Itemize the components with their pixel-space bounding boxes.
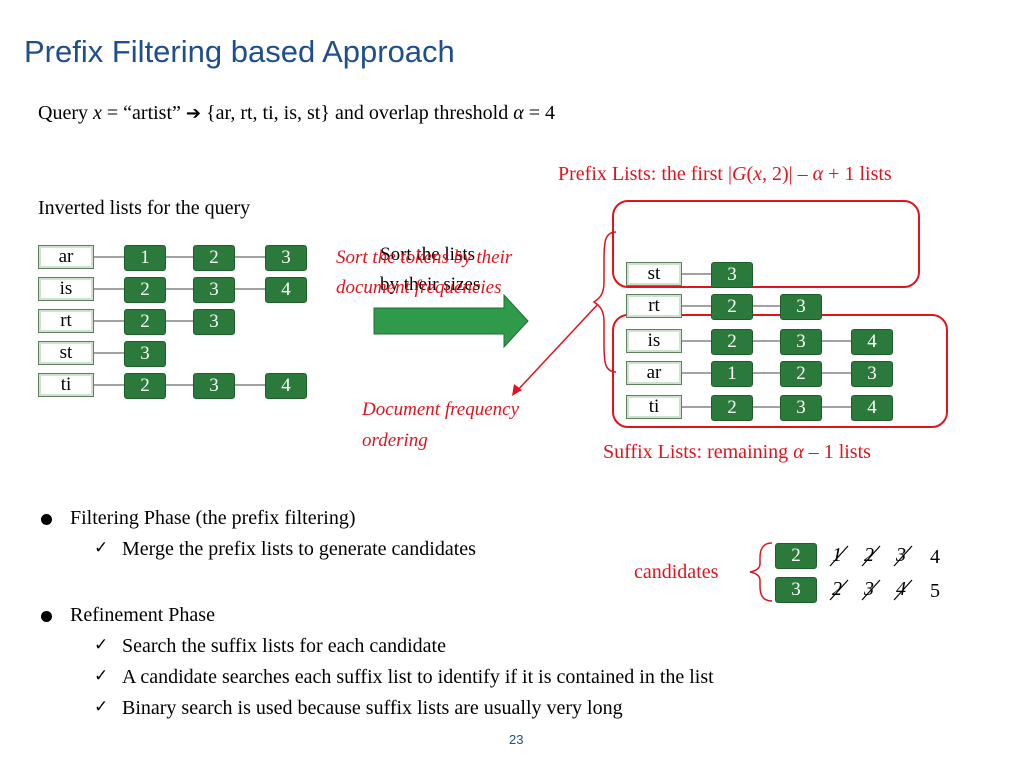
- right-node: 3: [851, 361, 893, 387]
- left-node: 2: [124, 277, 166, 303]
- check-icon: ✓: [94, 635, 109, 655]
- right-node: 2: [711, 395, 753, 421]
- left-term-ar: ar: [38, 245, 94, 269]
- query-line: Query x = “artist” ➔ {ar, rt, ti, is, st…: [38, 102, 555, 125]
- left-node: 4: [265, 373, 307, 399]
- sort-arrow: [373, 293, 529, 349]
- right-node: 4: [851, 329, 893, 355]
- page-number: 23: [509, 732, 524, 747]
- suffix-label-part2: – 1 lists: [803, 441, 871, 463]
- right-node: 2: [711, 294, 753, 320]
- inverted-lists-heading: Inverted lists for the query: [38, 197, 251, 219]
- prefix-lists-label: Prefix Lists: the first |G(x, 2)| – α + …: [558, 163, 892, 186]
- candidates-label: candidates: [634, 561, 719, 583]
- red-arrow-head: [512, 384, 522, 396]
- doc-freq-label: Document frequency ordering: [362, 394, 519, 456]
- candidates-brace-icon: [749, 542, 773, 602]
- query-var: x: [92, 102, 102, 124]
- prefix-label-g: G: [731, 163, 747, 185]
- suffix-lists-label: Suffix Lists: remaining α – 1 lists: [603, 441, 871, 464]
- sort-tokens-line1: Sort the tokens by their: [336, 247, 513, 268]
- right-arrow-icon: ➔: [185, 103, 201, 124]
- left-node: 3: [265, 245, 307, 271]
- left-node: 4: [265, 277, 307, 303]
- right-node: 3: [780, 395, 822, 421]
- prefix-label-part4: + 1 lists: [823, 163, 892, 185]
- left-term-ti: ti: [38, 373, 94, 397]
- sort-lists-line2: by their sizes: [380, 274, 481, 295]
- bullet-refinement: Refinement Phase: [70, 604, 215, 626]
- left-node: 2: [193, 245, 235, 271]
- left-node: 2: [124, 309, 166, 335]
- sub-bullet-merge: Merge the prefix lists to generate candi…: [122, 538, 476, 560]
- query-prefix: Query: [38, 102, 93, 124]
- left-node: 3: [193, 277, 235, 303]
- right-term-rt: rt: [626, 294, 682, 318]
- query-tokens: {ar, rt, ti, is, st} and overlap thresho…: [201, 102, 514, 124]
- prefix-label-alpha: α: [812, 163, 824, 185]
- prefix-lists-box: [612, 200, 920, 288]
- sort-tokens-text: Sort the tokens by their document freque…: [336, 243, 512, 303]
- tally-number: 3: [896, 544, 906, 566]
- sort-lists-text: Sort the lists by their sizes: [380, 240, 480, 300]
- tally-number: 4: [896, 578, 906, 600]
- right-node: 3: [780, 294, 822, 320]
- prefix-label-part1: Prefix Lists: the first |: [558, 163, 732, 185]
- tally-number: 2: [864, 544, 874, 566]
- prefix-label-x: x,: [753, 163, 767, 185]
- left-node: 2: [124, 373, 166, 399]
- right-node: 2: [711, 329, 753, 355]
- tally-number: 3: [864, 578, 874, 600]
- prefix-label-part2: (: [746, 163, 754, 185]
- query-suffix: = 4: [523, 102, 556, 124]
- sub-bullet-binary: Binary search is used because suffix lis…: [122, 697, 623, 719]
- sort-lists-line1: Sort the lists: [380, 244, 476, 265]
- suffix-label-part1: Suffix Lists: remaining: [603, 441, 794, 463]
- right-node: 4: [851, 395, 893, 421]
- left-term-is: is: [38, 277, 94, 301]
- right-term-is: is: [626, 329, 682, 353]
- left-node: 3: [193, 309, 235, 335]
- candidate-count: 5: [930, 580, 940, 602]
- bullet-filtering: Filtering Phase (the prefix filtering): [70, 507, 356, 529]
- left-node: 3: [124, 341, 166, 367]
- check-icon: ✓: [94, 538, 109, 558]
- doc-freq-line1: Document frequency: [362, 399, 520, 420]
- right-node: 1: [711, 361, 753, 387]
- left-term-st: st: [38, 341, 94, 365]
- candidate-count: 4: [930, 546, 940, 568]
- query-alpha: α: [513, 102, 524, 124]
- bullet-icon: [41, 514, 52, 525]
- tally-number: 2: [832, 578, 842, 600]
- right-term-st: st: [626, 262, 682, 286]
- query-middle: = “artist”: [101, 102, 186, 124]
- right-node: 3: [780, 329, 822, 355]
- sort-tokens-line2: document frequencies: [336, 277, 502, 298]
- tally-number: 1: [832, 544, 842, 566]
- right-term-ar: ar: [626, 361, 682, 385]
- check-icon: ✓: [94, 697, 109, 717]
- prefix-label-part3: 2)| –: [767, 163, 813, 185]
- brace-icon: [592, 231, 617, 373]
- bullet-icon: [41, 611, 52, 622]
- check-icon: ✓: [94, 666, 109, 686]
- left-node: 3: [193, 373, 235, 399]
- sub-bullet-search: Search the suffix lists for each candida…: [122, 635, 446, 657]
- sub-bullet-contained: A candidate searches each suffix list to…: [122, 666, 714, 688]
- candidate-node: 3: [775, 577, 817, 603]
- left-term-rt: rt: [38, 309, 94, 333]
- suffix-label-alpha: α: [793, 441, 804, 463]
- right-node: 2: [780, 361, 822, 387]
- right-node: 3: [711, 262, 753, 288]
- doc-freq-line2: ordering: [362, 430, 428, 451]
- left-node: 1: [124, 245, 166, 271]
- slide-title: Prefix Filtering based Approach: [24, 34, 455, 69]
- right-term-ti: ti: [626, 395, 682, 419]
- candidate-node: 2: [775, 543, 817, 569]
